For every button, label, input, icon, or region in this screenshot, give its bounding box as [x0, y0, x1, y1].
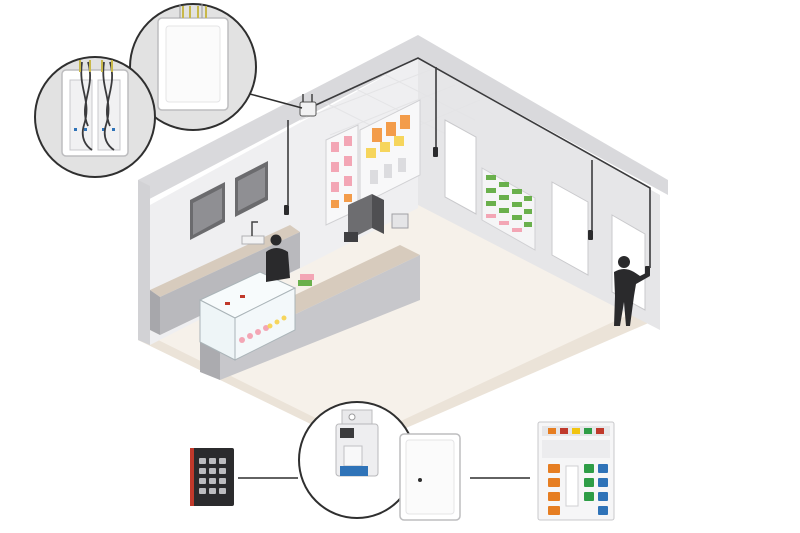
callout-leader-line — [249, 93, 303, 109]
main-counter — [198, 194, 420, 380]
power-module-icon — [399, 433, 461, 521]
back-counter — [150, 221, 300, 335]
door-controller-icon — [298, 401, 416, 519]
back-right-wall-top — [418, 35, 668, 195]
wall-shelf-green — [481, 167, 536, 251]
left-wall-top-band — [138, 180, 150, 345]
callout-zoom-icon — [34, 56, 156, 178]
window-left-inner — [193, 188, 222, 235]
keypad-reader-icon — [190, 448, 234, 506]
center-shelving — [359, 99, 421, 206]
person-icon — [266, 234, 290, 282]
back-right-wall-face — [418, 58, 660, 330]
system-chain — [190, 401, 615, 521]
person-icon — [614, 256, 650, 326]
door-1 — [444, 119, 477, 215]
store-room — [138, 35, 668, 448]
wall-reader-icon — [284, 147, 650, 276]
callout-group — [34, 3, 303, 178]
pink-shelf — [325, 124, 359, 226]
callout-zoom-icon — [129, 3, 257, 131]
window-right-inner — [238, 167, 265, 211]
door-2 — [551, 181, 589, 276]
back-left-wall — [138, 35, 418, 205]
door-controller-icon — [299, 94, 317, 117]
io-relay-module-icon — [537, 421, 615, 521]
cable-runs — [287, 57, 651, 268]
